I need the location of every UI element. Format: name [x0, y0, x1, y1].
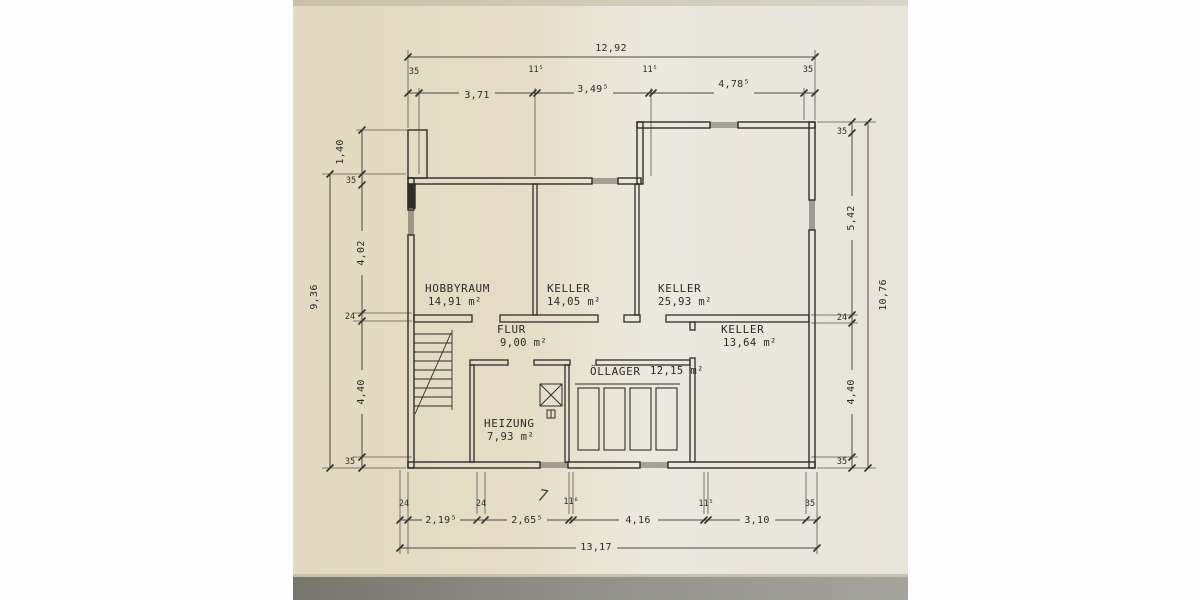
- room-label-heizung: HEIZUNG: [484, 417, 535, 430]
- dim-bottom-0: 24: [398, 498, 410, 509]
- dim-left-2: 4,02: [356, 240, 367, 266]
- dimension-lines: [329, 56, 869, 549]
- dim-right-2: 24: [836, 312, 848, 323]
- boiler-symbol: [539, 383, 563, 419]
- dim-bottom-7: 3,10: [744, 515, 770, 526]
- dim-right-0: 35: [836, 126, 848, 137]
- outer-walls: [407, 121, 816, 469]
- dim-bottom-2: 24: [475, 498, 487, 509]
- paper-top-edge: [293, 0, 908, 6]
- dim-left-4: 4,40: [356, 379, 367, 405]
- staircase: [414, 330, 453, 415]
- window-symbols: [408, 122, 815, 468]
- dim-top-overall: 12,92: [595, 43, 627, 54]
- room-label-flur: FLUR: [497, 323, 526, 336]
- dim-bottom-overall: 13,17: [580, 542, 612, 553]
- interior-walls: [413, 183, 810, 463]
- room-area-keller-1: 14,05 m²: [547, 296, 601, 308]
- room-area-keller-3: 13,64 m²: [723, 337, 777, 349]
- dim-left-3: 24: [344, 311, 356, 322]
- dim-bottom-8: 35: [804, 498, 816, 509]
- dim-right-overall: 10,76: [878, 279, 889, 311]
- room-label-oellager: ÖLLAGER: [590, 365, 641, 378]
- dim-bottom-4: 11⁶: [563, 496, 579, 507]
- dim-top-0: 35: [408, 66, 420, 77]
- dim-top-5: 4,78⁵: [718, 79, 750, 90]
- paper-bottom-edge: [293, 574, 908, 600]
- dimension-ticks: [325, 52, 873, 553]
- dim-right-1: 5,42: [846, 205, 857, 231]
- dim-right-4: 35: [836, 456, 848, 467]
- dim-left-5: 35: [344, 456, 356, 467]
- room-area-hobbyraum: 14,91 m²: [428, 296, 482, 308]
- dim-left-0: 1,40: [335, 139, 346, 165]
- room-label-keller-1: KELLER: [547, 282, 591, 295]
- paper-background: [293, 0, 908, 600]
- dim-right-3: 4,40: [846, 379, 857, 405]
- dim-bottom-3: 2,65⁵: [511, 515, 543, 526]
- room-area-flur: 9,00 m²: [500, 337, 548, 349]
- dim-bottom-6: 11⁵: [698, 498, 714, 509]
- dim-top-6: 35: [802, 64, 814, 75]
- dim-top-3: 3,49⁵: [577, 84, 609, 95]
- room-label-keller-3: KELLER: [721, 323, 765, 336]
- room-label-hobbyraum: HOBBYRAUM: [425, 282, 491, 295]
- dim-top-1: 3,71: [464, 90, 490, 101]
- room-area-heizung: 7,93 m²: [487, 431, 535, 443]
- room-area-oellager: 12,15 m²: [650, 365, 704, 377]
- room-label-keller-2: KELLER: [658, 282, 702, 295]
- dim-bottom-1: 2,19⁵: [425, 515, 457, 526]
- dim-bottom-5: 4,16: [625, 515, 651, 526]
- room-area-keller-2: 25,93 m²: [658, 296, 712, 308]
- dim-top-2: 11⁵: [528, 64, 544, 75]
- dim-left-1: 35: [345, 175, 357, 186]
- dim-left-overall: 9,36: [309, 284, 320, 310]
- oil-tanks: [575, 383, 680, 451]
- dim-top-4: 11⁵: [642, 64, 658, 75]
